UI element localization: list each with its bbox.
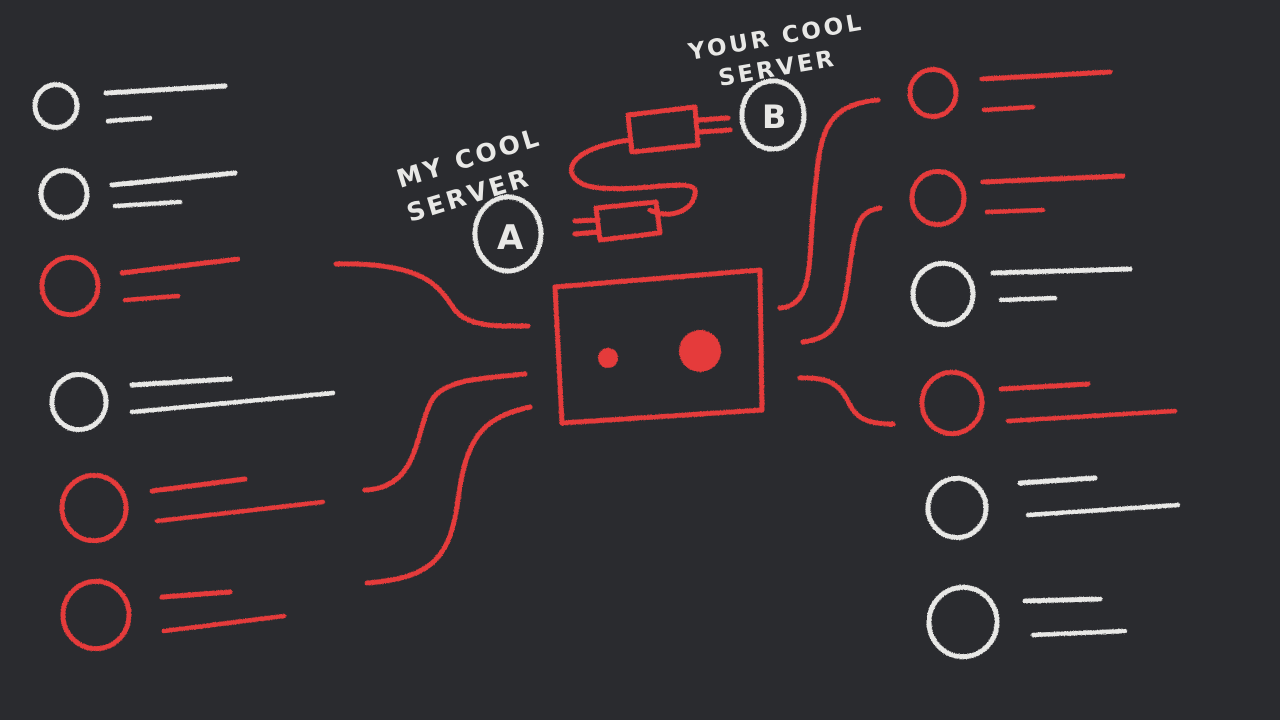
right-node-4 [919,369,1178,437]
right-node-6 [926,584,1128,660]
left-node-6 [60,578,287,652]
left-node-circle [38,168,90,220]
server-a-badge [472,194,544,274]
left-node-text-line [154,499,326,524]
left-node-5 [59,472,326,544]
right-node-circle [926,584,1000,660]
left-node-text-line [161,613,287,634]
left-node-2 [38,168,238,220]
left-node-list [32,82,336,652]
left-node-text-line [103,83,228,96]
link-left-5 [362,371,528,493]
right-node-5 [925,475,1181,541]
right-node-text-line [980,173,1126,185]
right-node-text-line [981,104,1036,113]
left-node-text-line [159,589,233,600]
right-node-circle [907,67,959,119]
central-server [552,267,765,426]
left-node-3 [39,254,241,318]
right-node-text-line [984,207,1046,215]
left-node-circle [59,472,129,544]
right-node-circle [925,475,989,541]
left-node-circle [49,371,109,433]
left-node-text-line [105,115,153,124]
right-node-circle [909,168,967,228]
right-node-text-line [1022,596,1103,604]
left-node-text-line [112,199,183,209]
server-b-badge-letter: B [762,98,789,136]
right-node-2 [909,168,1126,228]
left-node-text-line [129,376,233,388]
right-node-text-line [1030,628,1128,638]
left-node-text-line [109,170,238,188]
left-node-text-line [129,390,336,415]
cable-connector [568,104,733,243]
left-node-circle [60,578,132,652]
server-a-caption: MY COOL SERVER A [393,122,544,258]
left-node-circle [39,254,101,318]
link-left-6 [364,404,533,586]
right-node-circle [910,260,976,328]
right-connections [777,97,896,427]
right-node-1 [907,67,1113,119]
right-node-text-line [998,381,1091,392]
right-node-text-line [990,266,1133,276]
right-node-text-line [979,69,1113,82]
link-right-2 [800,205,883,345]
link-right-4 [797,375,896,427]
right-node-text-line [1017,475,1098,486]
left-node-text-line [122,293,181,303]
right-node-circle [919,369,985,437]
left-node-1 [32,82,228,130]
link-right-1 [777,97,881,311]
left-node-text-line [149,476,248,494]
right-node-text-line [998,295,1058,303]
left-node-circle [32,82,80,130]
right-node-3 [910,260,1133,328]
right-node-text-line [1005,408,1178,424]
server-b-badge [739,78,807,152]
left-connections [333,261,533,586]
right-node-list [907,67,1181,660]
left-node-text-line [119,256,241,276]
server-a-badge-letter: A [497,218,526,258]
left-node-4 [49,371,336,433]
right-node-text-line [1025,502,1181,518]
link-left-3 [333,261,531,329]
